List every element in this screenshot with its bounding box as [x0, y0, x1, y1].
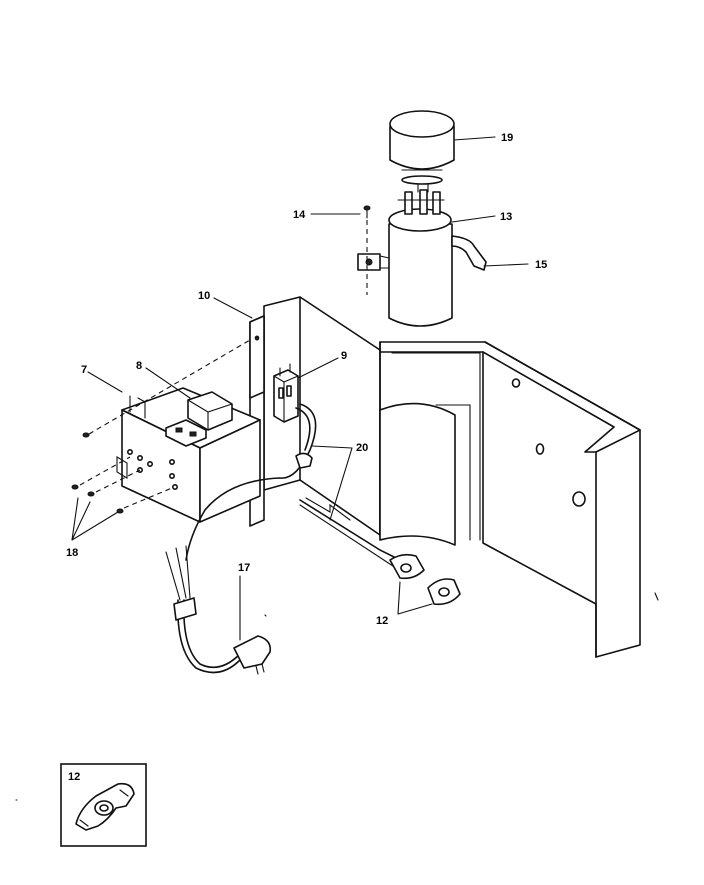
thermostat-component [165, 391, 233, 447]
screw [363, 205, 371, 295]
callout-12: 12 [376, 615, 388, 627]
capacitor [388, 181, 453, 327]
leader-lines [71, 136, 529, 641]
wiring-harness [185, 403, 401, 569]
inset-label: 12 [68, 771, 80, 783]
divider-panel [263, 296, 471, 546]
callout-15: 15 [535, 259, 547, 271]
callout-19: 19 [501, 132, 513, 144]
line-cord [165, 545, 272, 675]
callout-9: 9 [341, 350, 347, 362]
callout-20: 20 [356, 442, 368, 454]
housing-panel [379, 341, 659, 658]
callout-7: 7 [81, 364, 87, 376]
terminal-blocks [389, 553, 461, 606]
capacitor-cover [389, 110, 455, 185]
screws-set [71, 339, 251, 514]
callout-17: 17 [238, 562, 250, 574]
callout-8: 8 [136, 360, 142, 372]
callout-14: 14 [293, 209, 306, 221]
callout-10: 10 [198, 290, 210, 302]
switch-component [273, 363, 299, 423]
callout-18: 18 [66, 547, 78, 559]
callout-13: 13 [500, 211, 512, 223]
inset-detail: 12 [60, 763, 147, 847]
